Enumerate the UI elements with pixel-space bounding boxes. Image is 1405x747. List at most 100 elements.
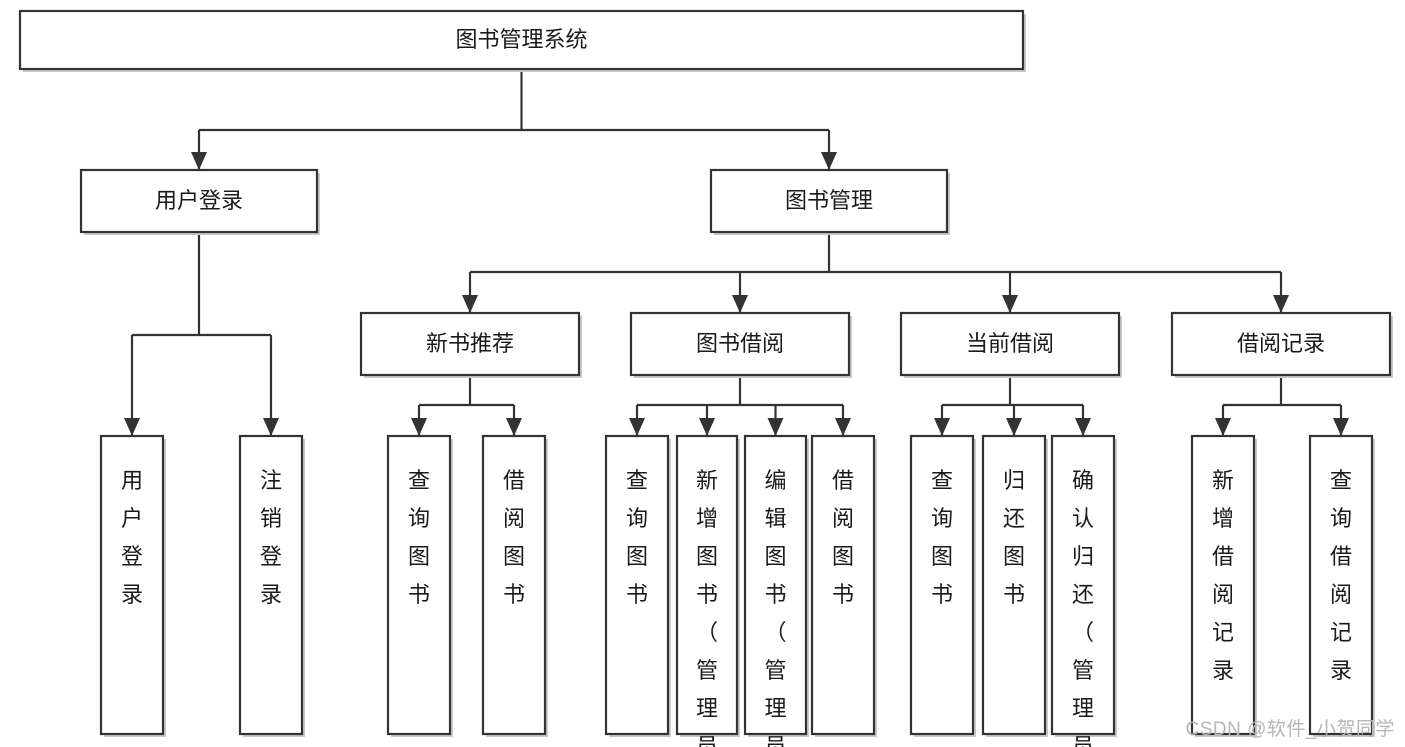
node-label: 图书管理系统 <box>455 27 587 52</box>
book-manage-to-level3-arrow-0 <box>462 295 478 313</box>
box-outline <box>675 434 739 736</box>
node-label-char: 查 <box>408 468 430 493</box>
current-borrow-to-leaves-arrow-2 <box>1075 418 1091 436</box>
node-label-char: 书 <box>503 582 525 607</box>
node-label-char: 户 <box>121 506 143 531</box>
root-to-level2-arrow-1 <box>821 152 837 170</box>
current-borrow-to-leaves-arrow-1 <box>1006 418 1022 436</box>
box-outline <box>604 434 670 736</box>
node-label-char: 管 <box>764 658 786 683</box>
node-label-char: （ <box>764 620 786 645</box>
node-label-char: 理 <box>696 696 718 721</box>
book-manage-to-level3-arrow-1 <box>732 295 748 313</box>
box-outline <box>1190 434 1256 736</box>
node-label-char: 销 <box>260 506 282 531</box>
root-to-level2-arrow-0 <box>191 152 207 170</box>
node-root-root[interactable]: 图书管理系统 <box>18 9 1026 72</box>
node-label-char: 确 <box>1072 468 1094 493</box>
box-outline <box>238 434 304 736</box>
node-label-char: 认 <box>1072 506 1094 531</box>
node-label-char: 登 <box>260 544 282 569</box>
book-manage-to-level3-arrow-2 <box>1002 295 1018 313</box>
node-label: 图书借阅 <box>696 331 784 356</box>
node-label-char: （ <box>696 620 718 645</box>
node-label: 图书管理 <box>785 188 873 213</box>
node-borrow-record[interactable]: 借阅记录 <box>1170 311 1393 378</box>
node-label-char: 询 <box>1330 506 1352 531</box>
node-label: 用户登录 <box>155 188 243 213</box>
node-label: 新书推荐 <box>426 331 514 356</box>
user-login-to-leaves-arrow-1 <box>263 418 279 436</box>
box-outline <box>359 311 581 377</box>
node-label-char: 借 <box>1330 544 1352 569</box>
edges-layer <box>124 69 1349 436</box>
node-book-manage[interactable]: 图书管理 <box>709 168 950 235</box>
node-label-char: 图 <box>696 544 718 569</box>
node-label-char: 增 <box>1212 506 1234 531</box>
node-label-char: 图 <box>1003 544 1025 569</box>
borrow-record-to-leaves-arrow-0 <box>1215 418 1231 436</box>
node-label-char: 员 <box>696 734 718 747</box>
new-book-rec-to-leaves-arrow-0 <box>411 418 427 436</box>
borrow-record-to-leaves-arrow-1 <box>1333 418 1349 436</box>
node-label-char: 询 <box>626 506 648 531</box>
node-label-char: 管 <box>696 658 718 683</box>
node-new-book-rec[interactable]: 新书推荐 <box>359 311 582 378</box>
node-label-char: 书 <box>1003 582 1025 607</box>
node-label-char: 阅 <box>1212 582 1234 607</box>
node-label-char: 书 <box>408 582 430 607</box>
box-outline <box>743 434 808 736</box>
box-outline <box>629 311 851 377</box>
node-label-char: 编 <box>764 468 786 493</box>
node-label-char: 图 <box>931 544 953 569</box>
book-borrow-to-leaves-arrow-0 <box>629 418 645 436</box>
node-label-char: 阅 <box>832 506 854 531</box>
node-label-char: 书 <box>626 582 648 607</box>
book-manage-to-level3-arrow-3 <box>1273 295 1289 313</box>
node-label-char: 图 <box>764 544 786 569</box>
node-user-login[interactable]: 用户登录 <box>79 168 320 235</box>
box-outline <box>981 434 1047 736</box>
node-book-borrow[interactable]: 图书借阅 <box>629 311 852 378</box>
node-leaf-user-login[interactable]: 用户登录 <box>99 434 166 737</box>
node-label-char: 询 <box>931 506 953 531</box>
node-label-char: 员 <box>1072 734 1094 747</box>
current-borrow-to-leaves-arrow-0 <box>934 418 950 436</box>
node-current-borrow[interactable]: 当前借阅 <box>899 311 1122 378</box>
box-outline <box>99 434 165 736</box>
node-label: 借阅记录 <box>1237 331 1325 356</box>
node-label-char: 查 <box>626 468 648 493</box>
node-label-char: 记 <box>1212 620 1234 645</box>
node-label-char: 阅 <box>503 506 525 531</box>
node-label-char: 录 <box>1330 658 1352 683</box>
box-outline <box>1308 434 1374 736</box>
book-borrow-to-leaves-arrow-3 <box>835 418 851 436</box>
box-outline <box>79 168 319 234</box>
node-label-char: 书 <box>931 582 953 607</box>
node-label-char: 新 <box>1212 468 1234 493</box>
box-outline <box>1050 434 1116 736</box>
node-label-char: 录 <box>1212 658 1234 683</box>
box-outline <box>386 434 452 736</box>
node-label-char: 归 <box>1003 468 1025 493</box>
node-label-char: 增 <box>696 506 718 531</box>
nodes-layer: 图书管理系统用户登录图书管理新书推荐图书借阅当前借阅借阅记录用户登录注销登录查询… <box>18 9 1393 747</box>
node-label-char: 图 <box>626 544 648 569</box>
node-label-char: 查 <box>931 468 953 493</box>
box-outline <box>709 168 949 234</box>
book-borrow-to-leaves-arrow-2 <box>767 418 784 436</box>
node-label-char: 注 <box>260 468 282 493</box>
box-outline <box>810 434 876 736</box>
